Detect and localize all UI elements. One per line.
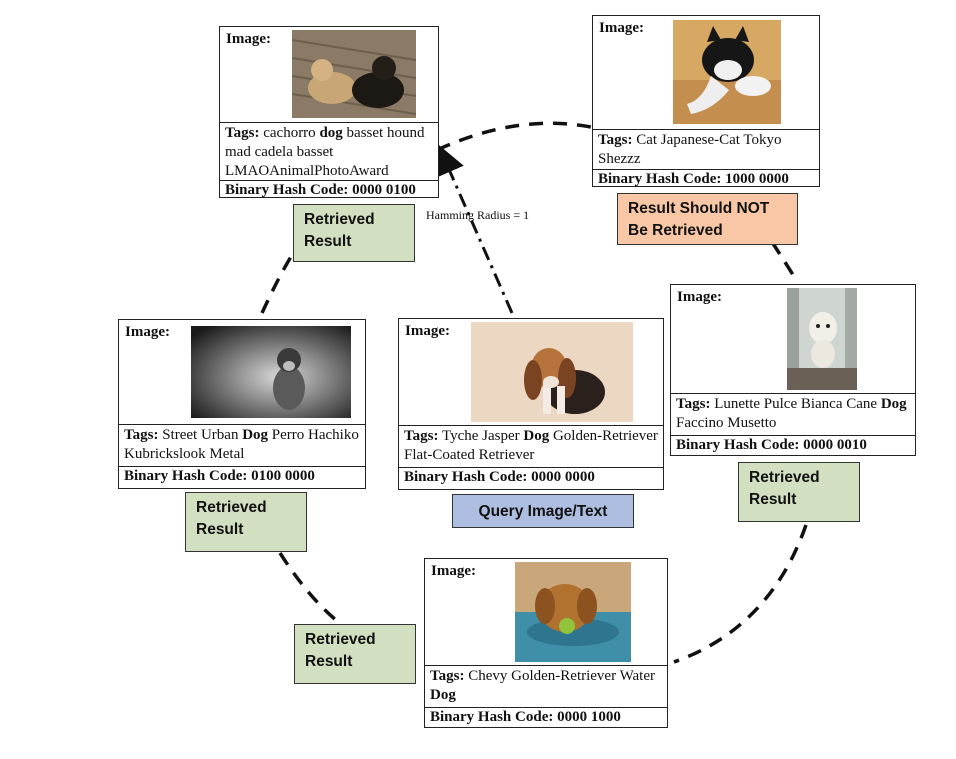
retrieved-result-label-top: Retrieved Result xyxy=(293,204,415,262)
tag-keyword-bold: dog xyxy=(319,125,343,141)
photo-white-dog xyxy=(787,288,857,390)
tags-label: Tags: xyxy=(430,668,465,684)
image-row: Image: xyxy=(399,319,663,426)
dashed-arc-left-to-top xyxy=(260,254,294,314)
tags-row: Tags: Chevy Golden-Retriever Water Dog xyxy=(425,666,667,708)
tag-text-run: Perro Hachiko Kubrickslook Metal xyxy=(124,427,359,462)
tag-text-run: Lunette Pulce Bianca Cane xyxy=(714,396,881,412)
tags-row: Tags: Tyche Jasper Dog Golden-Retriever … xyxy=(399,426,663,468)
dashed-arc-bottom-to-left xyxy=(278,552,344,627)
result-card-cat: Image: Tags: Cat Japanese-Cat Tokyo Shez… xyxy=(592,15,820,187)
tag-keyword-bold: Dog xyxy=(880,396,907,412)
image-label: Image: xyxy=(677,289,722,305)
tags-label: Tags: xyxy=(404,428,439,444)
image-row: Image: xyxy=(593,16,819,130)
image-label: Image: xyxy=(599,20,644,36)
tags-text: Chevy Golden-Retriever Water Dog xyxy=(430,668,655,703)
query-image-text-label: Query Image/Text xyxy=(452,494,634,528)
hamming-radius-note: Hamming Radius = 1 xyxy=(426,208,530,222)
image-row: Image: xyxy=(425,559,667,666)
dashed-arc-cat-to-right xyxy=(770,241,797,279)
binary-hash-code: Binary Hash Code: 0000 0100 xyxy=(225,182,416,198)
not-retrieved-label: Result Should NOT Be Retrieved xyxy=(617,193,798,245)
tag-text-run: Street Urban xyxy=(162,427,243,443)
retrieved-result-label-bottom: Retrieved Result xyxy=(294,624,416,684)
tags-text: cachorro dog basset hound mad cadela bas… xyxy=(225,125,424,179)
dashed-arc-right-to-bottom xyxy=(673,524,808,664)
tags-text: Street Urban Dog Perro Hachiko Kubricksl… xyxy=(124,427,359,462)
tags-label: Tags: xyxy=(676,396,711,412)
image-row: Image: xyxy=(119,320,365,425)
photo-basset-puppy xyxy=(471,322,633,422)
result-card-left: Image: Tags: Street Urban Dog Perro Hach… xyxy=(118,319,366,489)
retrieved-result-label-right: Retrieved Result xyxy=(738,462,860,522)
image-label: Image: xyxy=(431,563,476,579)
image-label: Image: xyxy=(226,31,271,47)
tags-text: Cat Japanese-Cat Tokyo Shezzz xyxy=(598,132,782,167)
tag-text-run: Chevy Golden-Retriever Water xyxy=(468,668,656,684)
binary-hash-code: Binary Hash Code: 0100 0000 xyxy=(124,468,315,484)
retrieved-result-label-left: Retrieved Result xyxy=(185,492,307,552)
photo-cat xyxy=(673,20,781,124)
tags-label: Tags: xyxy=(598,132,633,148)
tag-keyword-bold: Dog xyxy=(242,427,269,443)
photo-street-terrier xyxy=(191,326,351,418)
binary-hash-code: Binary Hash Code: 0000 0010 xyxy=(676,437,867,453)
tags-text: Tyche Jasper Dog Golden-Retriever Flat-C… xyxy=(404,428,658,463)
query-card: Image: Tags: Tyche Jasper Dog Golden-Ret… xyxy=(398,318,664,490)
tag-keyword-bold: Dog xyxy=(430,687,456,703)
tags-row: Tags: Street Urban Dog Perro Hachiko Kub… xyxy=(119,425,365,467)
image-row: Image: xyxy=(220,27,438,123)
binary-hash-code: Binary Hash Code: 1000 0000 xyxy=(598,171,789,187)
tag-keyword-bold: Dog xyxy=(523,428,550,444)
tags-row: Tags: cachorro dog basset hound mad cade… xyxy=(220,123,438,181)
result-card-right: Image: Tags: Lunette Pulce Bianca Cane D… xyxy=(670,284,916,456)
tags-row: Tags: Cat Japanese-Cat Tokyo Shezzz xyxy=(593,130,819,170)
tag-text-run: Golden-Retriever Flat-Coated Retriever xyxy=(404,428,658,463)
image-label: Image: xyxy=(405,323,450,339)
tags-row: Tags: Lunette Pulce Bianca Cane Dog Facc… xyxy=(671,394,915,436)
result-card-bottom: Image: Tags: Chevy Golden-Retriever Wate… xyxy=(424,558,668,728)
tag-text-run: Cat Japanese-Cat Tokyo Shezzz xyxy=(598,132,782,167)
image-label: Image: xyxy=(125,324,170,340)
tags-text: Lunette Pulce Bianca Cane Dog Faccino Mu… xyxy=(676,396,907,431)
binary-hash-code: Binary Hash Code: 0000 1000 xyxy=(430,709,621,725)
binary-hash-code: Binary Hash Code: 0000 0000 xyxy=(404,469,595,485)
image-row: Image: xyxy=(671,285,915,394)
tags-label: Tags: xyxy=(124,427,159,443)
result-card-top: Image: Tags: cachorro dog basset hound m… xyxy=(219,26,439,198)
hamming-radius-arrow xyxy=(436,144,514,314)
tag-text-run: Faccino Musetto xyxy=(676,415,777,431)
dashed-arc-top-to-cat xyxy=(436,121,597,152)
photo-two-dogs xyxy=(292,30,416,118)
tag-text-run: basset hound mad cadela basset LMAOAnima… xyxy=(225,125,425,179)
tags-label: Tags: xyxy=(225,125,260,141)
tag-text-run: cachorro xyxy=(263,125,320,141)
photo-golden-retriever xyxy=(515,562,631,662)
tag-text-run: Tyche Jasper xyxy=(441,428,524,444)
